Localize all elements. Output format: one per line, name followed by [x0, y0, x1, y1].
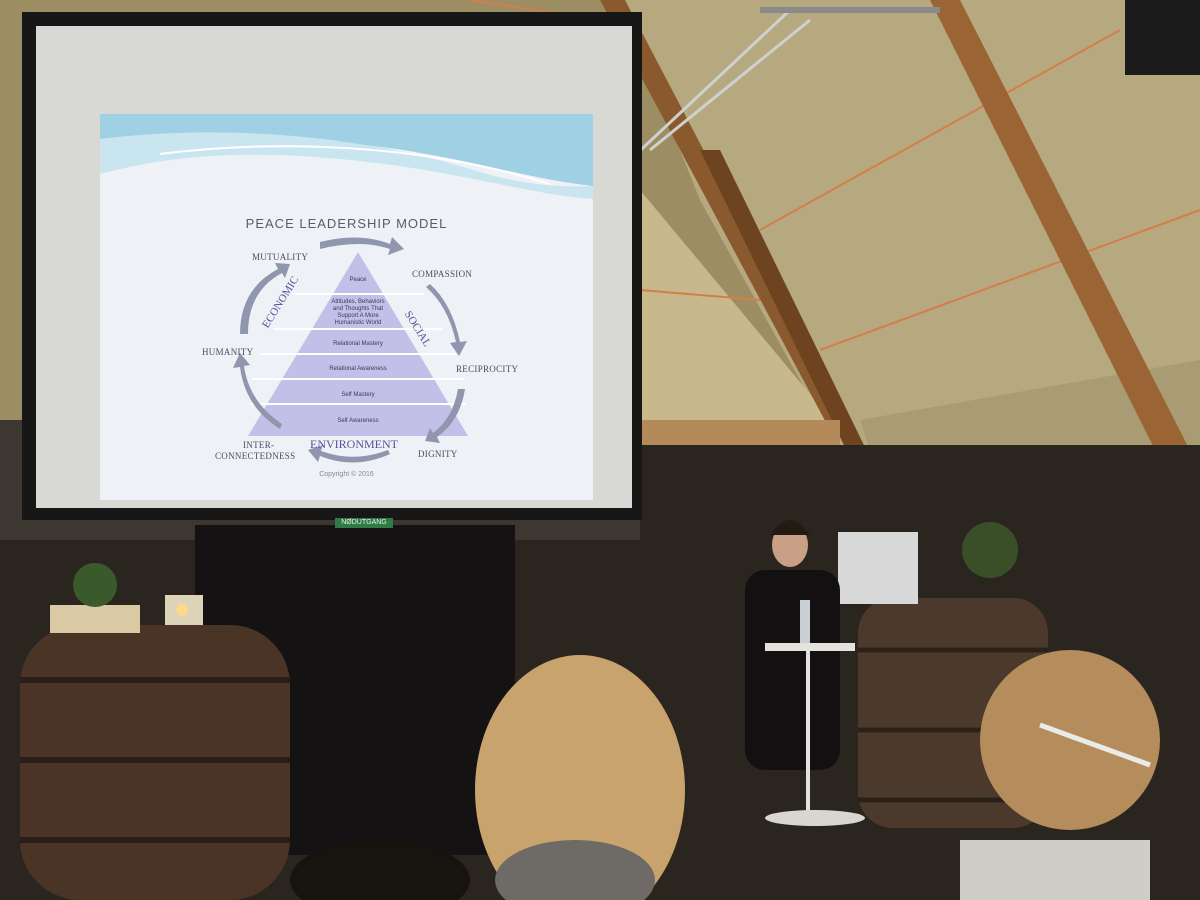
arrow-right-top-icon	[426, 284, 467, 356]
label-connectedness: CONNECTEDNESS	[215, 451, 296, 461]
label-inter: INTER-	[243, 440, 275, 450]
cycle-arrows	[233, 237, 467, 463]
arrow-left-top-icon	[240, 263, 290, 334]
tier-attitudes-4: Humanistic World	[334, 320, 382, 326]
arrow-left-bottom-icon	[233, 353, 282, 429]
tier-relational-mastery: Relational Mastery	[333, 341, 383, 347]
arrow-top-icon	[320, 237, 404, 255]
copyright-text: Copyright © 2016	[319, 471, 374, 478]
tier-attitudes-3: Support A More	[337, 313, 379, 319]
axis-environment: ENVIRONMENT	[310, 437, 398, 451]
label-dignity: DIGNITY	[418, 449, 458, 459]
slide-title: PEACE LEADERSHIP MODEL	[245, 216, 448, 231]
label-compassion: COMPASSION	[412, 269, 473, 279]
presentation-slide: PEACE LEADERSHIP MODEL MUTUALITY COMPASS…	[100, 114, 593, 500]
tier-peace: Peace	[349, 277, 367, 283]
arrow-bottom-icon	[308, 445, 390, 463]
label-humanity: HUMANITY	[202, 347, 254, 357]
tier-self-mastery: Self Mastery	[341, 392, 375, 398]
exit-sign: NØDUTGANG	[335, 518, 393, 528]
label-reciprocity: RECIPROCITY	[456, 364, 519, 374]
tier-attitudes-1: Attitudes, Behaviors	[331, 299, 385, 305]
tier-self-awareness: Self Awareness	[337, 418, 379, 424]
label-mutuality: MUTUALITY	[252, 252, 309, 262]
tier-attitudes-2: and Thoughts That	[332, 306, 384, 312]
arrow-right-bottom-icon	[425, 389, 465, 443]
tier-relational-awareness: Relational Awareness	[329, 366, 387, 372]
pyramid	[248, 252, 468, 436]
slide-graphics	[100, 114, 593, 463]
